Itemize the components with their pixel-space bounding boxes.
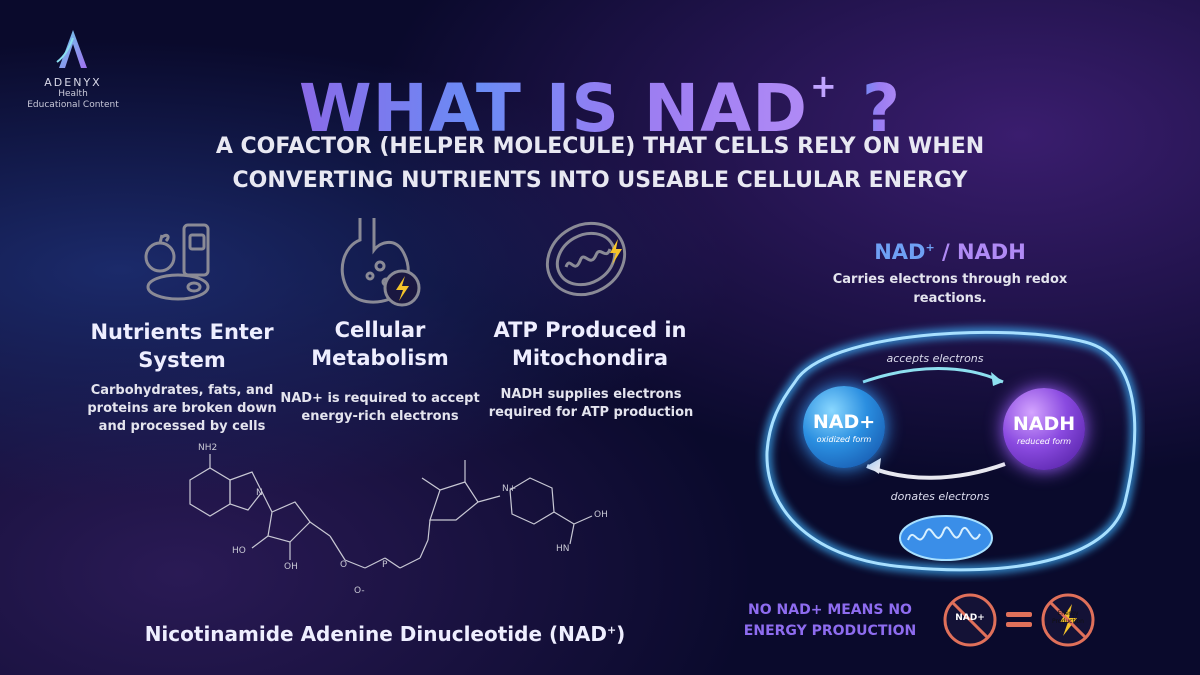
adenyx-logo-icon	[56, 30, 87, 68]
cycle-description: Carries electrons through redox reaction…	[832, 272, 1068, 306]
nad-orb-label: NAD+	[812, 410, 876, 433]
molecule-caption-main: Nicotinamide Adenine Dinucleotide (NAD	[144, 622, 607, 646]
cycle-title-nad: NAD	[874, 240, 926, 264]
accepts-electrons-label: accepts electrons	[886, 352, 984, 365]
subtitle: A COFACTOR (HELPER MOLECULE) THAT CELLS …	[0, 130, 1200, 198]
molecule-label-ho1: HO	[232, 546, 246, 556]
no-energy-label: Energy Production	[1052, 610, 1084, 625]
cycle-title-sep: /	[934, 240, 957, 264]
nad-orb-sublabel: oxidized form	[816, 434, 872, 444]
warning-text: NO NAD+ MEANS NO ENERGY PRODUCTION	[730, 600, 930, 642]
cycle-title: NAD+ / NADH	[800, 240, 1100, 264]
title-main: WHAT IS NAD	[298, 70, 809, 147]
donates-electrons-label: donates electrons	[890, 490, 990, 503]
nadh-orb-sublabel: reduced form	[1016, 436, 1072, 446]
no-nad-label: NAD+	[955, 613, 985, 623]
mitochondrion-icon	[898, 512, 994, 564]
warning-line1: NO NAD+ MEANS NO	[748, 602, 912, 618]
molecule-label-n: N	[256, 488, 263, 498]
title-superscript: +	[810, 67, 838, 105]
step2-title: Cellular Metabolism	[311, 318, 449, 370]
nadh-orb-label: NADH	[1012, 412, 1076, 435]
molecule-caption: Nicotinamide Adenine Dinucleotide (NAD+)	[90, 622, 680, 646]
molecule-label-nh2: NH2	[198, 443, 218, 453]
logo-line2: Educational Content	[27, 100, 119, 110]
cycle-title-nadh: NADH	[956, 240, 1026, 264]
mitochondria-energy-icon	[540, 205, 640, 305]
nad-molecule-structure: NH2 N HO OH O P O- N+ HN OH	[160, 440, 620, 610]
nadh-orb: NADH reduced form	[1003, 388, 1085, 470]
cell-membrane-ring	[755, 312, 1145, 582]
nad-plus-orb: NAD+ oxidized form	[803, 386, 885, 468]
molecule-caption-sup: +	[606, 623, 617, 637]
molecule-label-oh1: OH	[284, 562, 298, 572]
subtitle-line2: CONVERTING NUTRIENTS INTO USEABLE CELLUL…	[232, 168, 968, 193]
stomach-energy-icon	[330, 210, 430, 310]
molecule-label-n-plus: N+	[502, 484, 517, 494]
step3-title: ATP Produced in Mitochondira	[493, 318, 687, 370]
molecule-label-o: O	[340, 560, 348, 570]
molecule-label-hn: HN	[556, 544, 570, 554]
equals-icon	[1006, 608, 1032, 632]
no-nad-icon: NAD+	[942, 592, 998, 648]
title-end: ?	[837, 70, 902, 147]
no-energy-icon: Energy Production	[1040, 592, 1096, 648]
logo-brand: ADENYX	[44, 76, 102, 89]
molecule-label-oh2: OH	[594, 510, 608, 520]
molecule-label-p: P	[382, 560, 388, 570]
molecule-label-o-minus: O-	[354, 586, 365, 596]
molecule-caption-end: )	[616, 622, 626, 646]
nutrients-icon	[138, 215, 228, 305]
step3-desc: NADH supplies electrons required for ATP…	[488, 387, 694, 420]
page-title: WHAT IS NAD+ ?	[0, 46, 1200, 149]
warning-line2: ENERGY PRODUCTION	[743, 623, 917, 639]
logo-line1: Health	[58, 89, 88, 99]
cycle-title-sup: +	[925, 241, 935, 254]
brand-logo: ADENYX Health Educational Content	[18, 28, 128, 110]
step1-desc: Carbohydrates, fats, and proteins are br…	[87, 383, 277, 434]
subtitle-line1: A COFACTOR (HELPER MOLECULE) THAT CELLS …	[215, 134, 985, 159]
step1-title: Nutrients Enter System	[90, 320, 274, 372]
step2-desc: NAD+ is required to accept energy-rich e…	[280, 391, 480, 424]
